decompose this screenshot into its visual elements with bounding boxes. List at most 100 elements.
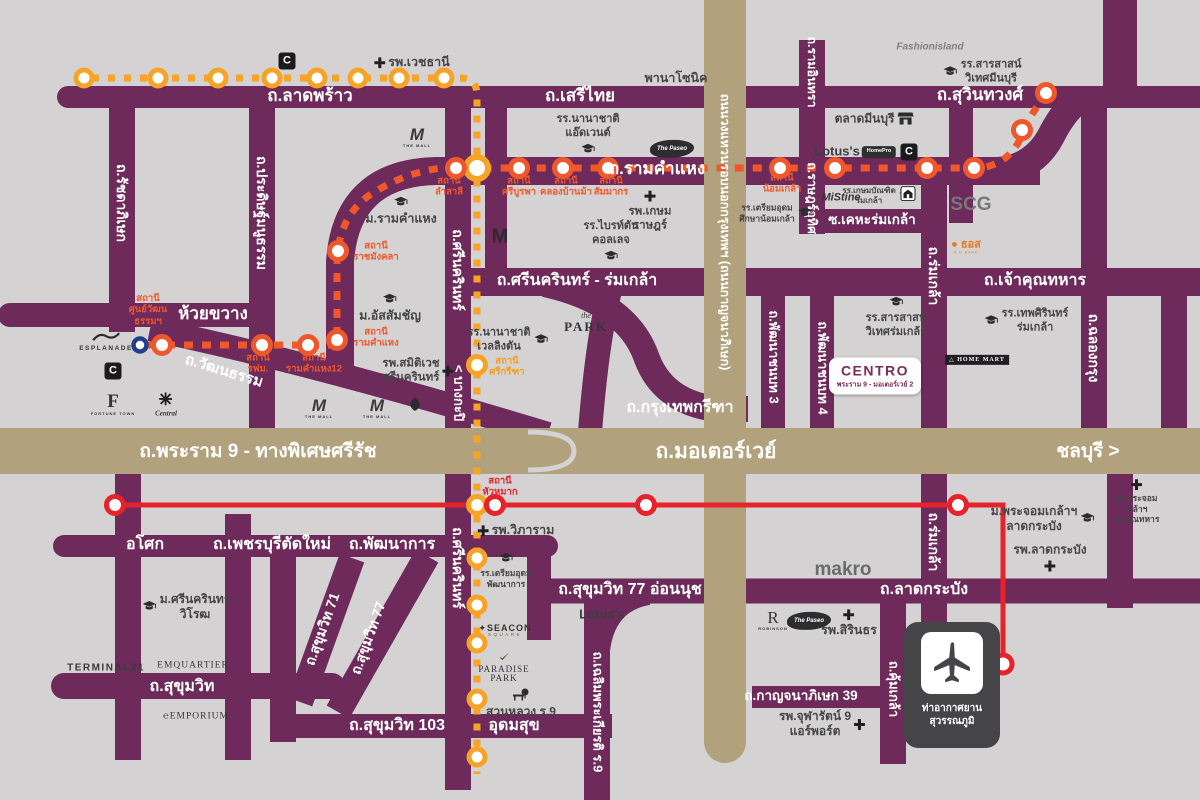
landmark: รพ.ลาดกระบัง xyxy=(1013,543,1087,572)
logo-paradise-park: PARADISE PARK xyxy=(478,648,529,684)
market-icon xyxy=(897,112,914,126)
road-label: ถ.เสรีไทย xyxy=(544,86,616,106)
station-orange xyxy=(916,157,938,179)
landmark-label: รพ.จุฬารัตน์ 9 แอร์พอร์ต xyxy=(778,709,852,738)
station-yellow xyxy=(347,67,369,89)
landmark-label: รพ.วิภาราม xyxy=(491,523,555,538)
station-yellow xyxy=(466,547,488,569)
cap-icon xyxy=(498,552,513,565)
station-label: สถานี ศรีบูรพา xyxy=(502,175,536,198)
cap-icon xyxy=(943,66,958,78)
cap-icon xyxy=(581,143,596,155)
landmark: รร.สารสาสน์ วิเทศร่มเกล้า xyxy=(866,296,926,340)
cap-icon xyxy=(984,315,999,327)
landmark: รร.เตรียมอุดม พัฒนาการ xyxy=(480,552,532,589)
cap-icon xyxy=(798,207,813,219)
airport-rail-link-red-line xyxy=(115,502,1006,664)
bench-icon xyxy=(512,688,530,702)
road-label: ถ.กาญจนาภิเษก 39 xyxy=(744,688,858,704)
station-yellow xyxy=(466,494,488,516)
cross-icon xyxy=(843,609,855,621)
station-yellow xyxy=(463,154,491,182)
logo-the-paseo: The Paseo xyxy=(649,138,695,159)
road-label: ถ.ลาดกระบัง xyxy=(879,580,969,598)
landmark: สวนหลวง ร.9 xyxy=(486,688,556,720)
landmark: รพ.สมิติเวช ศรีนครินทร์ xyxy=(382,357,454,386)
station-yellow xyxy=(147,67,169,89)
centro-logo-card: CENTRO พระราม 9 - มอเตอร์เวย์ 2 xyxy=(829,357,921,395)
station-red xyxy=(947,494,969,516)
logo-the-paseo: The Paseo xyxy=(786,610,832,631)
road-label: ถ.ประดิษฐ์มนูธรรม xyxy=(254,156,271,270)
road-label: ถ.คุ้มเกล้า xyxy=(886,660,902,718)
road-label: ถ.ศรีนครินทร์ - ร่มเกล้า xyxy=(496,271,658,289)
road-label: อโศก xyxy=(125,535,165,553)
road-label: ถ.เพชรบุรีตัดใหม่ xyxy=(212,535,332,553)
road-kreetha-motorway-branch xyxy=(578,280,624,433)
road-label: ถ.สุวินทวงศ์ xyxy=(936,85,1024,105)
landmark-label: SCG xyxy=(950,194,992,216)
station-label: สถานี น้อมเกล้า xyxy=(762,172,802,195)
logo-central: Central xyxy=(155,392,177,417)
logo-terminal21: TERMINAL21 xyxy=(67,662,145,674)
landmark: ตลาดมีนบุรี xyxy=(835,112,914,127)
station-yellow xyxy=(466,632,488,654)
landmark: รร.สารสาสน์ วิเทศมีนบุรี xyxy=(943,58,1021,86)
logo-leaf xyxy=(409,397,422,417)
station-label: สถานี รฟม. xyxy=(246,352,270,375)
cross-icon xyxy=(374,57,386,69)
station-yellow xyxy=(73,67,95,89)
landmark-label: รร.นานาชาติ เวลลิงตัน xyxy=(467,326,531,352)
station-label: สถานี ราชมังคลา xyxy=(353,240,399,263)
road-label: ห้วยขวาง xyxy=(178,304,248,324)
road-sukhumvit-77-diagonal xyxy=(326,549,439,719)
centro-brand-name: CENTRO xyxy=(840,362,910,379)
road-ramkhamhaeng-northeast-curve xyxy=(996,87,1089,185)
road-label: ถ.รามอินทรา xyxy=(805,36,820,108)
station-label: สถานี หัวหมาก xyxy=(482,475,518,498)
station-red xyxy=(104,494,126,516)
cross-icon xyxy=(1044,560,1056,572)
station-yellow xyxy=(466,688,488,710)
landmark-label: ม.พระจอมเกล้าฯ ลาดกระบัง xyxy=(990,504,1078,533)
cap-icon xyxy=(604,250,619,262)
road-label: ถ.สุขุมวิท 77 อ่อนนุช xyxy=(558,580,702,598)
landmark: รร.ไบรท์ตัน คอลเลจ xyxy=(583,220,639,263)
station-orange xyxy=(508,157,530,179)
landmark: รพ.วิภาราม xyxy=(477,523,555,539)
cross-icon xyxy=(1130,479,1142,491)
station-orange xyxy=(552,157,574,179)
road-label: ถ.เฉลิมพระเกียรติ ร.9 xyxy=(590,651,606,773)
landmark-label: รร.เกษมบัณฑิต ร่มเกล้า xyxy=(842,186,896,205)
station-orange xyxy=(597,157,619,179)
logo-esplanade: ESPLANADE xyxy=(79,329,133,353)
road-label: ถ.ร่มเกล้า xyxy=(926,512,943,572)
station-orange xyxy=(251,334,273,356)
station-red xyxy=(635,494,657,516)
station-yellow xyxy=(388,67,410,89)
logo-homepro: HomePro xyxy=(861,146,897,158)
station-label: สถานี รามคำแหง12 xyxy=(286,352,342,375)
logo-fashionisland: Fashionisland xyxy=(896,41,964,53)
road-interchange-d-loop xyxy=(527,429,577,473)
road-label: ถ.เจ้าคุณทหาร xyxy=(983,271,1087,289)
road-label: ถ.กรุงเทพกรีฑา xyxy=(626,398,734,416)
station-label: สถานี รามคำแหง xyxy=(353,326,399,349)
logo-c: C xyxy=(104,362,122,380)
landmark: ม.รามคำแหง xyxy=(365,196,437,228)
landmark-label: ม.รามคำแหง xyxy=(365,211,437,226)
station-yellow xyxy=(306,67,328,89)
logo-emporium: ℮EMPORIUM xyxy=(163,711,229,722)
station-blue xyxy=(131,336,149,354)
road-label: ถ.พัฒนาชนบท 4 xyxy=(815,321,831,415)
landmark-label: รพ.พระจอมเกล้าฯ เจ้าคุณทหาร xyxy=(1112,493,1160,525)
station-yellow xyxy=(466,594,488,616)
landmark-label: รพ.สมิติเวช ศรีนครินทร์ xyxy=(382,357,440,384)
landmark-label: รพ.สิรินธร xyxy=(821,623,877,638)
station-label: สถานี ลำสาลี xyxy=(434,175,464,198)
landmark-label: รร.เตรียมอุดม พัฒนาการ xyxy=(480,567,532,589)
landmark: ม.อัสสัมชัญ xyxy=(359,293,421,325)
